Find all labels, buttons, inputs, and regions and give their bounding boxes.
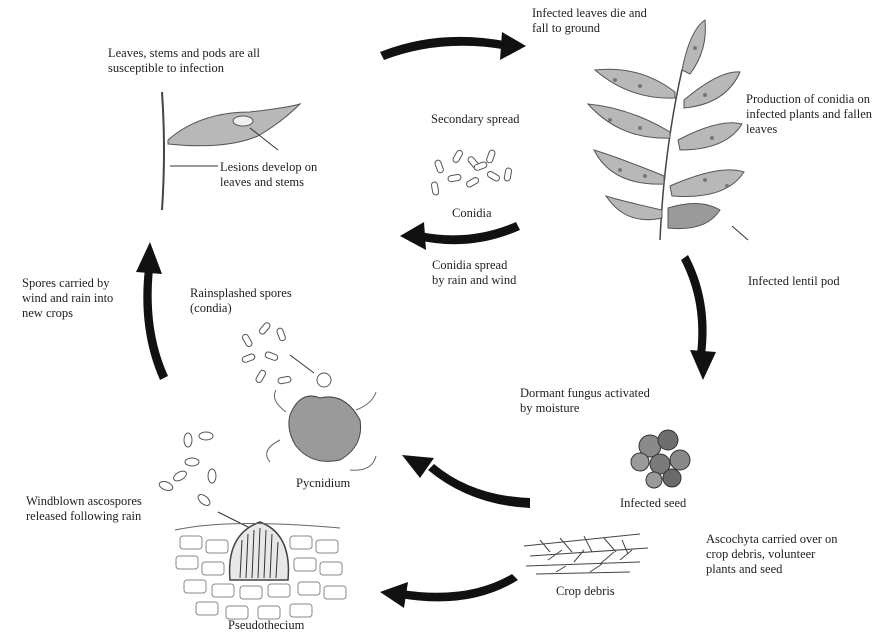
dormant-fungus-label: Dormant fungus activated by moisture [520,386,650,416]
ascospores-illustration [158,432,250,528]
crop-debris-label: Crop debris [556,584,615,599]
arrow-top [380,32,526,60]
infected-pod-label: Infected lentil pod [748,274,840,289]
windblown-ascospores-label: Windblown ascospores released following … [26,494,142,524]
arrow-conidia-spread [400,222,520,250]
arrow-left-up [136,242,168,380]
pycnidium-label: Pycnidium [296,476,350,491]
rainsplashed-spores-illustration [241,321,331,387]
arrow-bottom [380,574,518,608]
rainsplashed-spores-label: Rainsplashed spores (condia) [190,286,292,316]
pseudothecium-illustration [175,522,346,619]
production-conidia-label: Production of conidia on infected plants… [746,92,872,137]
conidia-label: Conidia [452,206,492,221]
spores-carried-label: Spores carried by wind and rain into new… [22,276,113,321]
pycnidium-illustration [267,390,376,470]
infected-leaves-label: Infected leaves die and fall to ground [532,6,647,36]
secondary-spread-label: Secondary spread [431,112,520,127]
susceptible-parts-label: Leaves, stems and pods are all susceptib… [108,46,260,76]
arrow-right-down [681,255,716,380]
infected-seed-label: Infected seed [620,496,686,511]
infected-seed-illustration [631,430,690,488]
leaf-with-lesion-illustration [162,92,300,210]
arrow-to-pycnidium [402,455,530,508]
conidia-spread-label: Conidia spread by rain and wind [432,258,516,288]
carried-over-label: Ascochyta carried over on crop debris, v… [706,532,838,577]
lesions-label: Lesions develop on leaves and stems [220,160,317,190]
infected-plant-illustration [588,20,748,240]
crop-debris-illustration [524,534,648,574]
pseudothecium-label: Pseudothecium [228,618,304,633]
conidia-illustration [431,149,512,195]
